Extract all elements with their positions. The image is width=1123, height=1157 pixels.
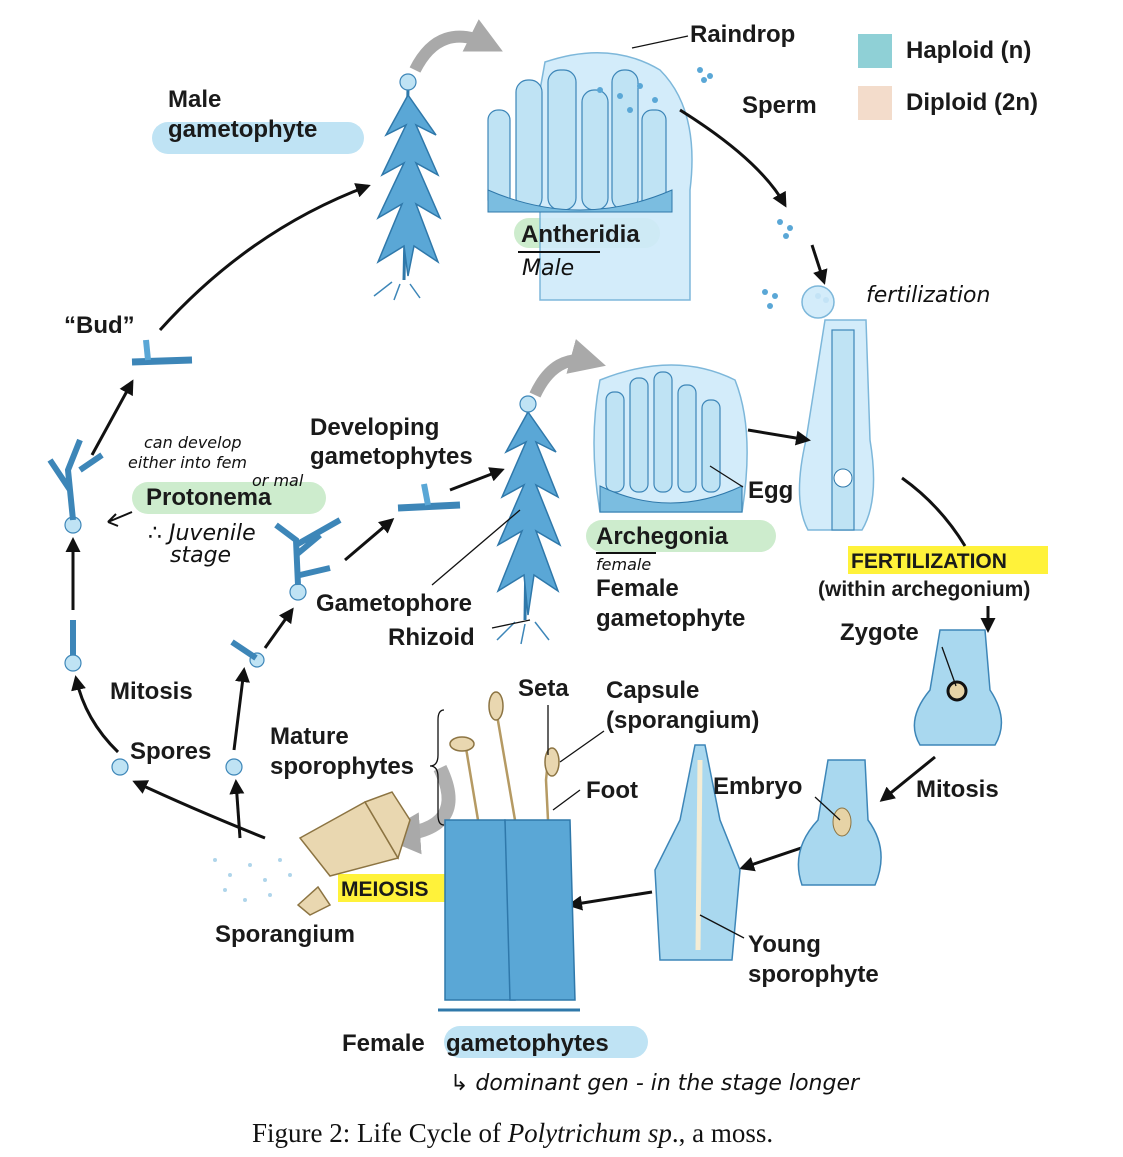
handwritten-can-develop-line2: either into fem xyxy=(128,453,247,472)
handwritten-arrow-left xyxy=(107,511,133,527)
archegonia-illustration xyxy=(593,364,748,513)
archegonia-label: Archegonia xyxy=(596,523,729,550)
raindrop-label: Raindrop xyxy=(690,21,795,48)
sporangium-label: Sporangium xyxy=(215,921,355,948)
sporangium-capsule xyxy=(213,791,411,916)
embryo-label: Embryo xyxy=(713,773,802,800)
female-gametophyte-plant xyxy=(496,395,562,645)
caption-suffix: ., a moss. xyxy=(672,1118,773,1148)
female-gametophyte-label-line2: gametophyte xyxy=(596,605,745,632)
cycle-arrows xyxy=(65,108,996,911)
male-gametophyte-plant xyxy=(373,73,442,301)
handwritten-juvenile: ∴ Juvenile xyxy=(148,521,256,546)
developing-gametophytes-line2: gametophytes xyxy=(310,443,473,470)
bud-label: “Bud” xyxy=(64,312,135,339)
handwritten-female: female xyxy=(596,555,651,574)
handwritten-can-develop-line1: can develop xyxy=(144,433,242,452)
within-archegonium-label: (within archegonium) xyxy=(818,578,1030,601)
rhizoid-label: Rhizoid xyxy=(388,624,475,651)
male-gametophyte-label-line1: Male xyxy=(168,86,221,113)
female-gametophytes-label-line1: Female xyxy=(342,1030,425,1057)
archegonium-fertilization xyxy=(798,285,875,531)
handwritten-dominant-generation: ↳ dominant gen - in the stage longer xyxy=(450,1071,861,1096)
female-gametophytes-highlight xyxy=(444,1026,648,1058)
handwritten-can-develop-line3: or mal xyxy=(252,471,304,490)
handwritten-stage: stage xyxy=(170,543,231,568)
capsule-label-line2: (sporangium) xyxy=(606,707,759,734)
egg-label: Egg xyxy=(748,477,793,504)
diploid-label: Diploid (2n) xyxy=(906,89,1038,116)
gray-arrow-male xyxy=(409,19,503,73)
female-gametophyte-label-line1: Female xyxy=(596,575,679,602)
gray-arrow-capsule xyxy=(378,764,456,855)
mature-sporophytes-line2: sporophytes xyxy=(270,753,414,780)
developing-gametophytes-line1: Developing xyxy=(310,414,439,441)
caption-species: Polytrichum sp xyxy=(507,1118,672,1148)
figure-caption: Figure 2: Life Cycle of Polytrichum sp.,… xyxy=(252,1118,773,1148)
gametophore-label: Gametophore xyxy=(316,590,472,617)
young-sporophyte-line1: Young xyxy=(748,931,821,958)
haploid-label: Haploid (n) xyxy=(906,37,1031,64)
protonema-stages xyxy=(47,339,461,776)
meiosis-box-label: MEIOSIS xyxy=(341,878,429,901)
haploid-swatch xyxy=(858,34,892,68)
handwritten-male: Male xyxy=(522,256,574,281)
meiosis-box xyxy=(338,874,450,902)
mature-sporophytes-bracket xyxy=(429,709,445,826)
fertilization-box-label: FERTILIZATION xyxy=(851,550,1007,573)
mature-sporophytes-line1: Mature xyxy=(270,723,349,750)
male-gametophyte-highlight xyxy=(152,122,364,154)
mitosis-right-label: Mitosis xyxy=(916,776,999,803)
archegonia-highlight xyxy=(586,520,776,552)
legend: Haploid (n) Diploid (2n) xyxy=(858,34,1038,120)
seta-label: Seta xyxy=(518,675,569,702)
capsule-label-line1: Capsule xyxy=(606,677,699,704)
female-gametophytes-label-line2: gametophytes xyxy=(446,1030,609,1057)
male-gametophyte-label-line2: gametophyte xyxy=(168,116,317,143)
mitosis-left-label: Mitosis xyxy=(110,678,193,705)
antheridia-label: Antheridia xyxy=(521,221,640,248)
diploid-swatch xyxy=(858,86,892,120)
young-sporophyte-line2: sporophyte xyxy=(748,961,879,988)
zygote-archegonium xyxy=(913,629,1003,746)
protonema-label: Protonema xyxy=(146,484,272,511)
leader-lines xyxy=(431,35,957,939)
zygote-label: Zygote xyxy=(840,619,919,646)
sperm-label: Sperm xyxy=(742,92,817,119)
gray-arrow-female xyxy=(529,338,606,398)
mature-sporophytes xyxy=(438,691,580,1012)
protonema-highlight xyxy=(132,482,326,514)
handwritten-fertilization: fertilization xyxy=(866,283,990,308)
fertilization-box xyxy=(848,546,1048,574)
young-sporophyte xyxy=(654,744,741,961)
embryo-archegonium xyxy=(797,759,882,886)
antheridia-illustration xyxy=(487,51,713,301)
spores-label: Spores xyxy=(130,738,211,765)
caption-prefix: Figure 2: Life Cycle of xyxy=(252,1118,508,1148)
foot-label: Foot xyxy=(586,777,638,804)
